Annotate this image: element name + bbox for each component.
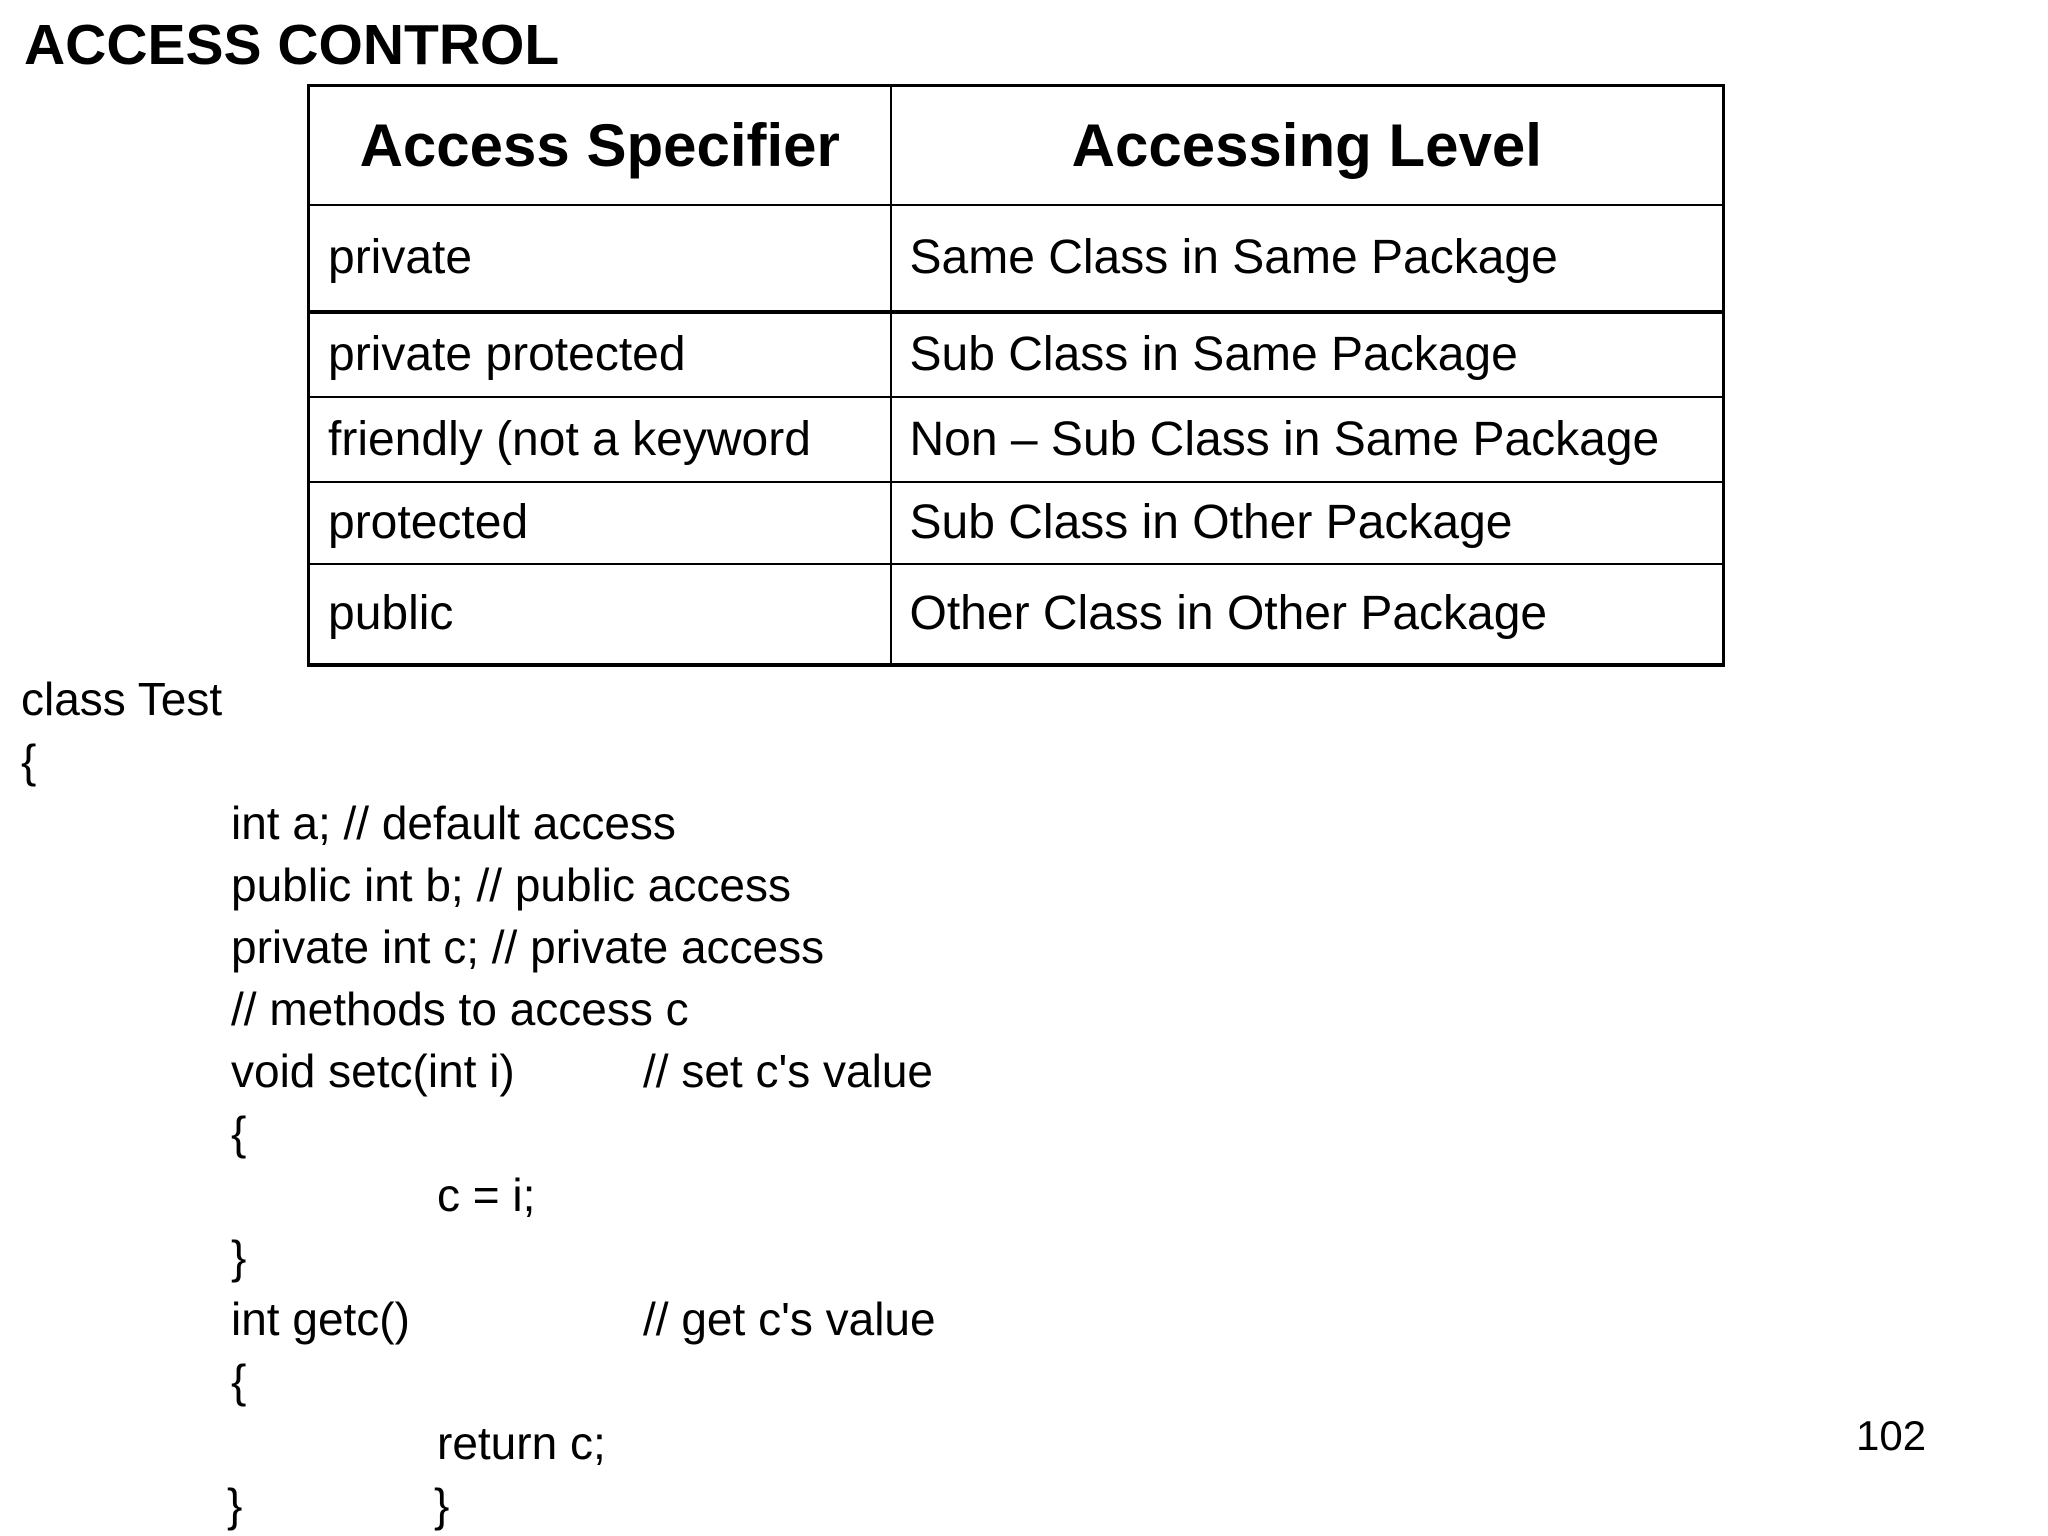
code-text: {: [231, 1355, 247, 1407]
cell-specifier: public: [307, 562, 892, 667]
code-comment: // get c's value: [643, 1293, 936, 1345]
code-comment: // set c's value: [643, 1045, 934, 1097]
code-text: {: [21, 735, 37, 787]
code-line: class Test: [0, 668, 2048, 730]
table-header-specifier: Access Specifier: [307, 84, 892, 206]
code-line: int a; // default access: [0, 792, 2048, 854]
code-closing-brace: }: [434, 1479, 450, 1531]
code-text: public int b; // public access: [231, 859, 791, 911]
code-line: public int b; // public access: [0, 854, 2048, 916]
access-control-table: Access Specifier Accessing Level private…: [307, 84, 1725, 667]
cell-specifier: private: [307, 203, 892, 314]
cell-level: Sub Class in Same Package: [889, 310, 1725, 398]
code-line: return c;: [0, 1412, 2048, 1474]
cell-level: Sub Class in Other Package: [889, 480, 1725, 565]
table-row: friendly (not a keyword Non – Sub Class …: [307, 395, 1725, 483]
code-line: c = i;: [0, 1164, 2048, 1226]
table-row: private protected Sub Class in Same Pack…: [307, 310, 1725, 398]
code-line: {: [0, 730, 2048, 792]
cell-specifier: friendly (not a keyword: [307, 395, 892, 483]
code-text: {: [231, 1107, 247, 1159]
code-text: }: [227, 1479, 243, 1531]
code-block: class Test { int a; // default access pu…: [0, 668, 2048, 1536]
cell-level: Other Class in Other Package: [889, 562, 1725, 667]
table-row: public Other Class in Other Package: [307, 562, 1725, 667]
code-text: }: [231, 1231, 247, 1283]
cell-specifier: private protected: [307, 310, 892, 398]
table-header-row: Access Specifier Accessing Level: [307, 84, 1725, 206]
code-text: int a; // default access: [231, 797, 676, 849]
page-number: 102: [1856, 1412, 1927, 1459]
code-text: // methods to access c: [231, 983, 689, 1035]
cell-specifier: protected: [307, 480, 892, 565]
cell-level: Same Class in Same Package: [889, 203, 1725, 314]
code-line: }: [0, 1226, 2048, 1288]
page-title: ACCESS CONTROL: [24, 13, 560, 77]
code-line: private int c; // private access: [0, 916, 2048, 978]
code-line: {: [0, 1102, 2048, 1164]
code-line: int getc() // get c's value: [0, 1288, 2048, 1350]
code-line: {: [0, 1350, 2048, 1412]
code-line: }}: [0, 1474, 2048, 1536]
table-header-level: Accessing Level: [889, 84, 1725, 206]
code-text: void setc(int i): [231, 1045, 515, 1097]
table-row: private Same Class in Same Package: [307, 203, 1725, 314]
code-text: c = i;: [437, 1169, 536, 1221]
cell-level: Non – Sub Class in Same Package: [889, 395, 1725, 483]
code-text: class Test: [21, 673, 223, 725]
code-text: int getc(): [231, 1293, 410, 1345]
code-line: void setc(int i) // set c's value: [0, 1040, 2048, 1102]
code-text: return c;: [437, 1417, 606, 1469]
code-text: private int c; // private access: [231, 921, 825, 973]
code-line: // methods to access c: [0, 978, 2048, 1040]
table-row: protected Sub Class in Other Package: [307, 480, 1725, 565]
